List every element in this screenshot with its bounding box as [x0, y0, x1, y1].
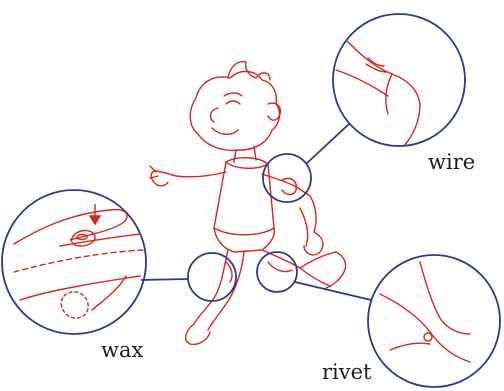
figure-front-forearm — [300, 208, 323, 255]
wire-label: wire — [428, 152, 475, 173]
figure-torso-collar — [226, 162, 268, 168]
rivet-target-circle — [257, 252, 297, 292]
figure-mouth — [212, 128, 238, 134]
figure-front-shin — [300, 252, 346, 288]
wax-target-circle — [188, 253, 236, 301]
rivet-detail-circle — [368, 255, 500, 387]
wax-leader-line — [141, 279, 188, 280]
figure-back-leg — [194, 250, 228, 324]
figure-head — [190, 71, 279, 150]
figure-back-leg-inner — [208, 252, 244, 330]
wax-callout — [2, 190, 236, 334]
wax-label: wax — [101, 340, 143, 361]
figure-back-arm — [160, 172, 226, 177]
figure-front-knee — [268, 262, 292, 272]
rivet-label: rivet — [322, 362, 372, 383]
figure-nose — [211, 108, 218, 122]
figure-brow — [224, 93, 242, 96]
figure-ear — [268, 103, 280, 120]
wire-detail-circle — [333, 14, 465, 146]
walking-figure — [150, 62, 346, 345]
figure-back-foot — [186, 324, 210, 344]
figure-back-hand — [150, 166, 168, 186]
rivet-callout — [257, 252, 500, 387]
figure-hair — [228, 62, 270, 80]
wire-leader-line — [306, 124, 349, 164]
figure-knee — [226, 262, 232, 282]
rivet-head — [424, 333, 432, 341]
figure-eye — [226, 101, 240, 104]
